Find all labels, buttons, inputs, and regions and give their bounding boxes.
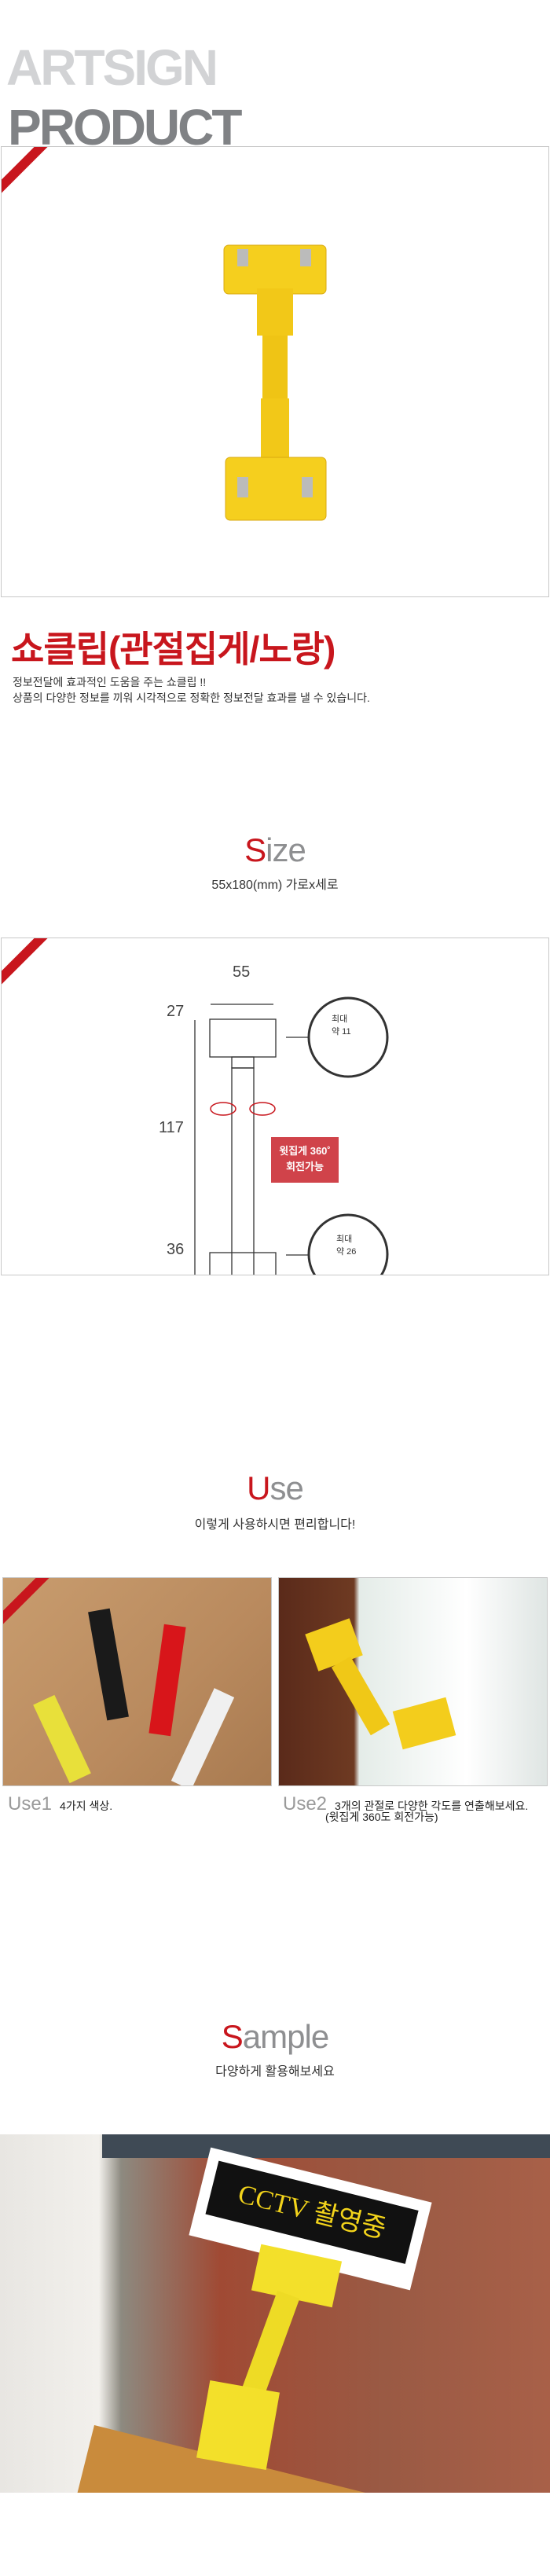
red-clip: [148, 1624, 186, 1737]
use1-text: 4가지 색상.: [60, 1800, 113, 1812]
dim-top-height: 27: [167, 1003, 185, 1020]
yellow-clip-bottom: [196, 2380, 280, 2471]
corner-ribbon: [3, 1578, 64, 1631]
sample-heading-first: S: [221, 2018, 244, 2055]
size-subtitle: 55x180(mm) 가로x세로: [211, 879, 339, 892]
dim-middle-height: 117: [159, 1119, 184, 1136]
yellow-clip: [33, 1694, 91, 1784]
white-clip: [170, 1688, 235, 1785]
brand-product: PRODUCT: [8, 99, 242, 156]
rotation-badge: 윗집게 360˚ 회전가능: [271, 1137, 339, 1183]
bottom-detail-2: 약 26: [336, 1247, 357, 1257]
sample-heading: Sample: [0, 2018, 550, 2056]
use-heading-rest: se: [270, 1470, 303, 1506]
size-heading-rest: ize: [266, 831, 306, 868]
product-title: 쇼클립(관절집게/노랑): [11, 629, 336, 670]
size-heading: Size: [0, 831, 550, 869]
sample-heading-rest: ample: [242, 2018, 329, 2055]
top-detail-2: 약 11: [332, 1027, 351, 1037]
rotation-line1: 윗집게 360˚: [279, 1145, 331, 1157]
brand-artsign: ARTSIGN: [6, 39, 218, 96]
yellow-clip-arm: [331, 1656, 390, 1736]
bottom-detail-1: 최대: [336, 1235, 353, 1244]
use-heading: Use: [0, 1470, 550, 1507]
clip-line-drawing: [194, 996, 389, 1275]
use2-caption-2: (윗집게 360도 회전가능): [325, 1811, 438, 1823]
yellow-clip-illustration: [223, 244, 327, 521]
yellow-clip-bottom: [392, 1697, 456, 1750]
use1-caption: Use1 4가지 색상.: [8, 1793, 112, 1815]
product-desc-2: 상품의 다양한 정보를 끼워 시각적으로 정확한 정보전달 효과를 낼 수 있습…: [13, 692, 370, 704]
dim-top-width: 55: [233, 963, 251, 981]
use2-text: 3개의 관절로 다양한 각도를 연출해보세요.: [335, 1800, 529, 1812]
top-detail-1: 최대: [332, 1015, 348, 1024]
use1-label: Use1: [8, 1793, 53, 1815]
sign-text: CCTV 촬영중: [205, 2160, 419, 2264]
use-heading-first: U: [247, 1470, 270, 1506]
use1-photo: [2, 1577, 272, 1786]
rotation-line2: 회전가능: [286, 1161, 324, 1172]
sample-photo: CCTV 촬영중: [0, 2134, 550, 2493]
use2-caption: Use2 3개의 관절로 다양한 각도를 연출해보세요.: [283, 1793, 528, 1815]
use-subtitle: 이렇게 사용하시면 편리합니다!: [194, 1518, 356, 1532]
size-heading-first: S: [244, 831, 266, 868]
black-clip: [88, 1608, 129, 1721]
size-diagram: 55 27 117 36 54 윗집게 360˚ 회전가능 최대약 11 최대약…: [1, 938, 549, 1275]
sample-subtitle: 다양하게 활용해보세요: [215, 2065, 335, 2079]
wall-ledge: [102, 2134, 550, 2158]
use2-label: Use2: [283, 1793, 328, 1815]
yellow-clip-arm: [242, 2290, 300, 2395]
product-desc-1: 정보전달에 효과적인 도움을 주는 쇼클립 !!: [13, 676, 207, 688]
dim-bottom-height: 36: [167, 1241, 185, 1258]
use2-photo: [278, 1577, 548, 1786]
product-image: [1, 146, 549, 597]
